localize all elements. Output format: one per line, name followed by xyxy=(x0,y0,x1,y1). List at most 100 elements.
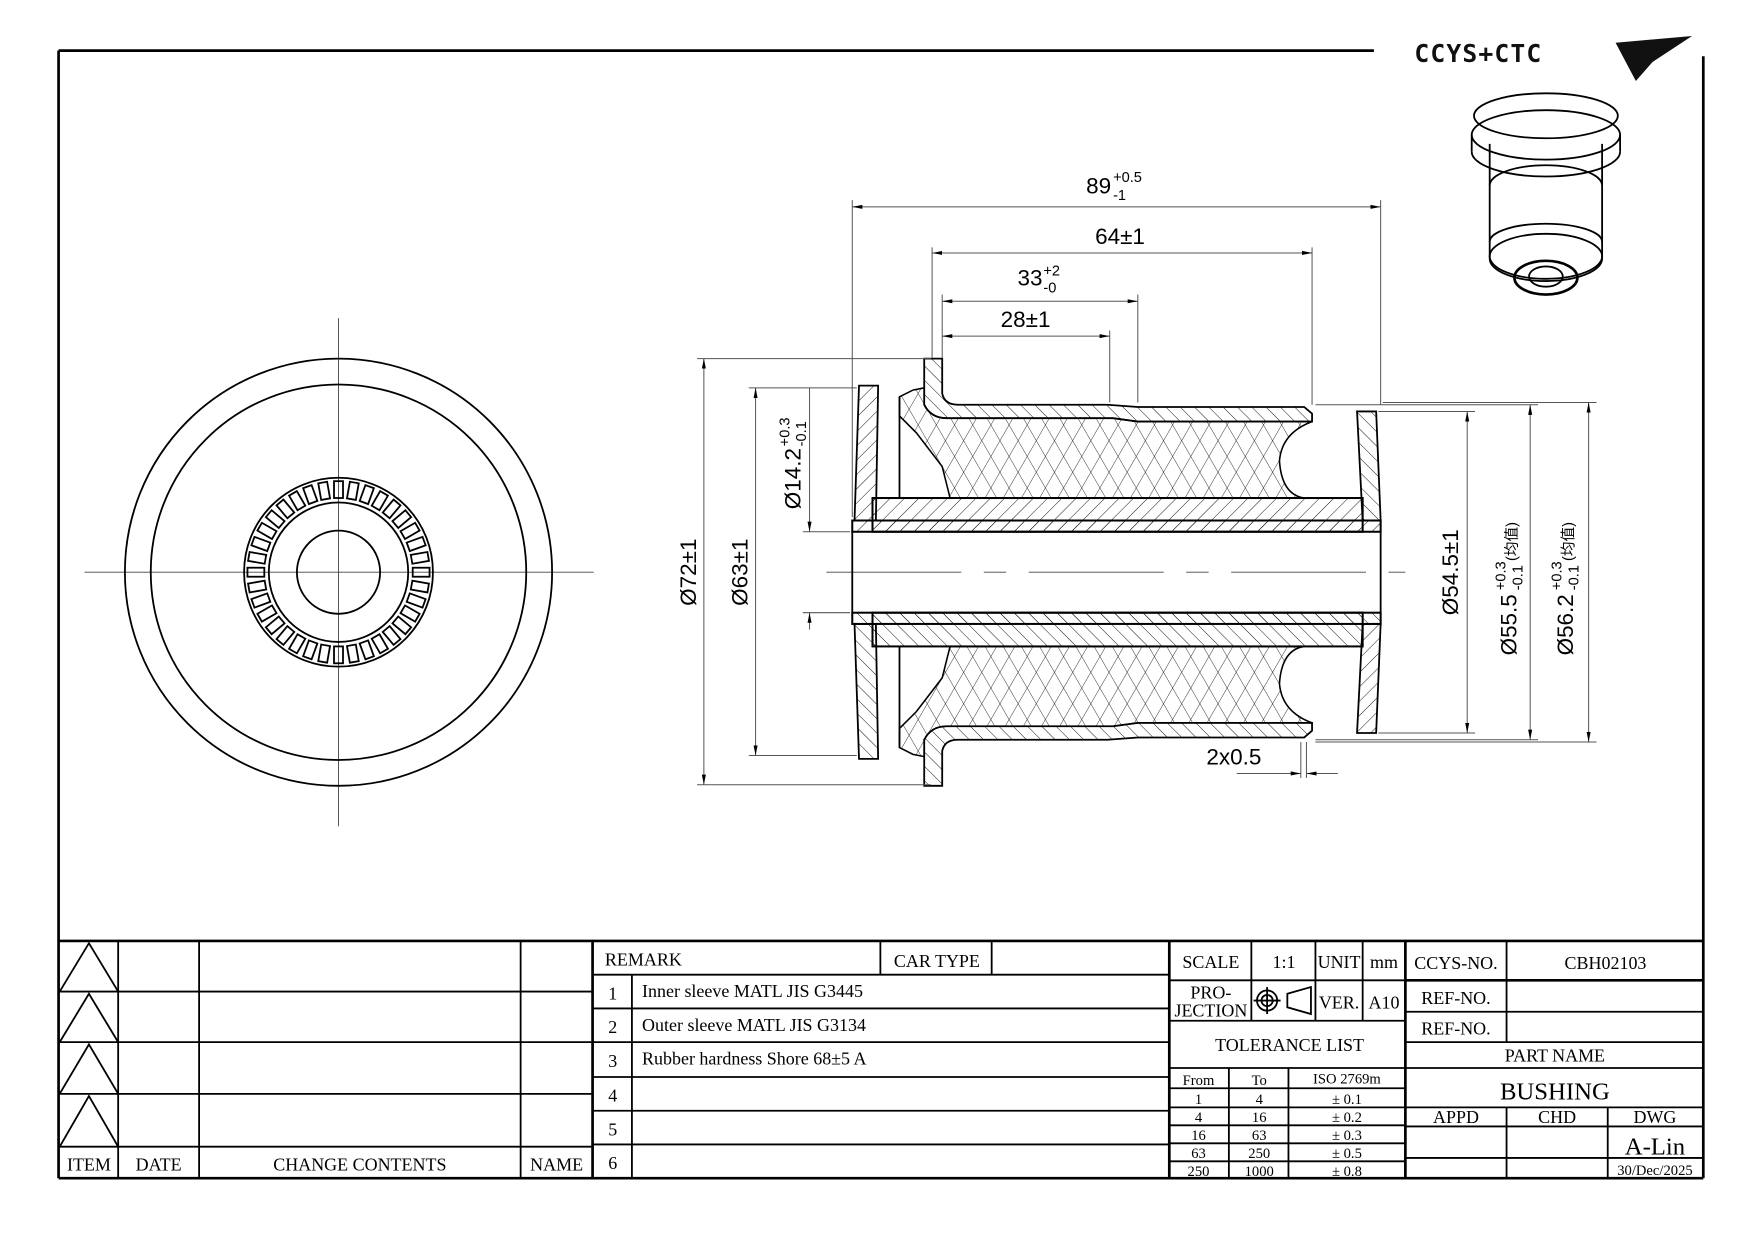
revision-triangle-icon xyxy=(58,1042,119,1095)
tolerance-cell: 250 xyxy=(1188,1164,1210,1180)
dim-overall-length: 89 xyxy=(1086,173,1111,198)
spline-tooth xyxy=(381,624,402,647)
dimensions: 89 +0.5 -1 64±1 33 +2 -0 28±1 Ø72±1 Ø63±… xyxy=(676,170,1597,786)
svg-text:-0.1: -0.1 xyxy=(794,421,810,446)
tolerance-cell: ± 0.5 xyxy=(1332,1146,1362,1162)
dim-flange-offset: 33 xyxy=(1018,266,1043,291)
section-view xyxy=(826,357,1406,787)
chd-label: CHD xyxy=(1538,1107,1576,1127)
dim-dia-14-2: Ø14.2 +0.3 -0.1 xyxy=(777,417,810,509)
spline-tooth xyxy=(345,643,360,664)
tolerance-cell: 63 xyxy=(1191,1146,1206,1162)
spline-tooth xyxy=(247,579,268,594)
svg-text:Ø56.2: Ø56.2 xyxy=(1553,594,1578,655)
svg-text:JECTION: JECTION xyxy=(1174,1000,1247,1020)
tolerance-list-title: TOLERANCE LIST xyxy=(1215,1035,1364,1055)
svg-text:(均值): (均值) xyxy=(1504,522,1521,561)
section-upper-half xyxy=(851,357,1382,533)
svg-text:+0.3: +0.3 xyxy=(1550,561,1566,590)
dim-dia-55-5: Ø55.5 +0.3 -0.1 (均值) xyxy=(1493,522,1526,655)
dim-outer-sleeve-length: 64±1 xyxy=(1095,224,1145,249)
revision-table: ITEM DATE CHANGE CONTENTS NAME xyxy=(58,940,594,1179)
svg-text:(均值): (均值) xyxy=(1560,522,1577,561)
dim-rubber-offset: 28±1 xyxy=(1001,307,1051,332)
revision-triangle-icon xyxy=(58,992,119,1043)
scale-label: SCALE xyxy=(1182,952,1239,972)
tolerance-cell: 63 xyxy=(1252,1128,1267,1144)
svg-text:-0: -0 xyxy=(1043,280,1056,296)
ccys-no-label: CCYS-NO. xyxy=(1414,953,1497,973)
spline-tooth xyxy=(246,566,266,578)
remark-number: 4 xyxy=(608,1086,617,1106)
svg-text:CCYS+CTC: CCYS+CTC xyxy=(1414,39,1542,68)
spline-tooth xyxy=(275,624,296,647)
svg-text:-0.1: -0.1 xyxy=(1510,565,1526,590)
header-date: DATE xyxy=(136,1154,182,1174)
header-change-contents: CHANGE CONTENTS xyxy=(273,1154,446,1174)
remark-number: 2 xyxy=(608,1017,617,1037)
svg-text:From: From xyxy=(1183,1073,1215,1089)
spline-tooth xyxy=(275,498,296,520)
spline-tooth xyxy=(358,483,376,506)
dim-chamfer: 2x0.5 xyxy=(1206,744,1261,769)
spline-tooth xyxy=(256,604,278,623)
dwg-name: A-Lin xyxy=(1625,1134,1685,1161)
first-angle-projection-icon xyxy=(1253,985,1312,1016)
svg-text:+0.5: +0.5 xyxy=(1113,170,1142,186)
spline-tooth xyxy=(333,480,344,499)
spline-tooth xyxy=(301,639,319,661)
right-washer xyxy=(1356,410,1382,522)
ref-no-label-1: REF-NO. xyxy=(1421,988,1490,1008)
part-title-block: CCYS-NO. CBH02103 REF-NO. REF-NO. PART N… xyxy=(1404,940,1704,1179)
scale-value: 1:1 xyxy=(1272,952,1295,972)
revision-triangle-icon xyxy=(58,941,119,993)
section-lower-half xyxy=(851,611,1382,787)
tolerance-cell: 250 xyxy=(1248,1146,1270,1162)
dim-dia-72: Ø72±1 xyxy=(676,539,701,606)
header-name: NAME xyxy=(530,1154,583,1174)
spline-tooth xyxy=(409,550,431,565)
tolerance-cell: 4 xyxy=(1256,1092,1264,1108)
tolerance-cell: 16 xyxy=(1191,1128,1206,1144)
tolerance-cell: ± 0.1 xyxy=(1332,1092,1362,1108)
remark-header: REMARK xyxy=(605,950,682,970)
svg-text:+2: +2 xyxy=(1043,263,1060,279)
revision-triangle-icon xyxy=(58,1094,119,1148)
remark-text: Outer sleeve MATL JIS G3134 xyxy=(642,1015,866,1035)
spline-tooth xyxy=(264,615,286,636)
drawing-frame xyxy=(57,49,1705,1180)
spline-tooth xyxy=(256,521,278,541)
remark-number: 6 xyxy=(608,1153,617,1173)
spline-tooth xyxy=(391,615,413,636)
svg-text:Ø14.2: Ø14.2 xyxy=(781,448,806,509)
svg-text:-0.1: -0.1 xyxy=(1567,565,1583,590)
spline-tooth xyxy=(250,592,272,609)
left-washer xyxy=(853,384,880,522)
spline-tooth xyxy=(405,592,427,609)
dim-dia-56-2: Ø56.2 +0.3 -0.1 (均值) xyxy=(1550,522,1583,655)
ref-no-label-2: REF-NO. xyxy=(1421,1018,1490,1038)
spline-tooth xyxy=(399,604,421,623)
tolerance-cell: ± 0.8 xyxy=(1332,1164,1362,1180)
spline-tooth xyxy=(409,579,431,594)
projection-label: PRO- xyxy=(1190,982,1231,1002)
isometric-view xyxy=(1470,92,1621,296)
tolerance-cell: 4 xyxy=(1195,1110,1203,1126)
spline-tooth xyxy=(370,489,390,512)
header-item: ITEM xyxy=(67,1154,111,1174)
spline-tooth xyxy=(345,480,360,501)
remark-text: Inner sleeve MATL JIS G3445 xyxy=(642,981,863,1001)
dim-dia-63: Ø63±1 xyxy=(728,539,753,606)
svg-text:+0.3: +0.3 xyxy=(777,417,793,446)
outer-sleeve xyxy=(923,357,1313,423)
remark-number: 1 xyxy=(608,983,617,1003)
svg-text:To: To xyxy=(1252,1073,1267,1089)
spline-tooth xyxy=(391,508,413,530)
spline-tooth xyxy=(358,639,376,661)
front-view xyxy=(84,318,594,827)
spline-tooth xyxy=(333,645,344,665)
svg-text:-1: -1 xyxy=(1113,188,1126,204)
tolerance-cell: ± 0.3 xyxy=(1332,1128,1362,1144)
unit-label: UNIT xyxy=(1318,952,1361,972)
